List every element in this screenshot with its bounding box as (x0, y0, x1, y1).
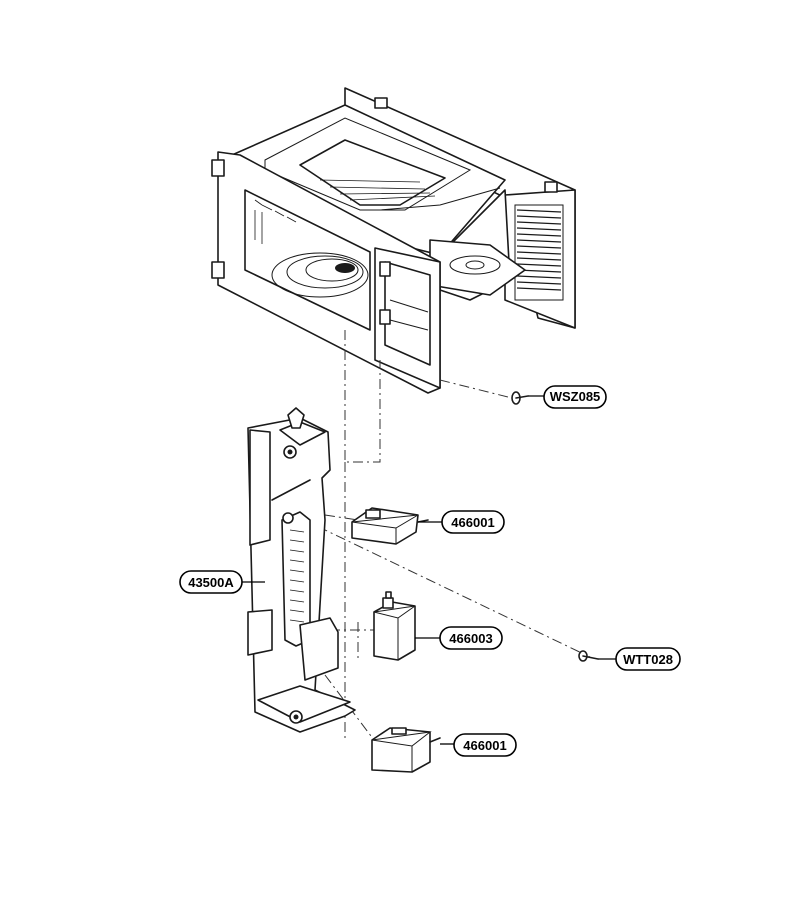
callout-wtt028: WTT028 (598, 647, 681, 671)
callout-466001-upper: 466001 (418, 510, 505, 534)
callout-43500a: 43500A (179, 570, 265, 594)
switch-466001-upper (351, 507, 429, 545)
callout-label: WTT028 (623, 652, 673, 667)
callout-wsz085: WSZ085 (528, 385, 607, 409)
oven-cavity-assembly (211, 87, 576, 394)
callout-label: 43500A (188, 575, 234, 590)
rear-vent-holes (514, 204, 564, 301)
callout-466001-lower: 466001 (440, 733, 517, 757)
switch-466001-lower (371, 727, 441, 773)
callout-label: WSZ085 (550, 389, 601, 404)
screw-wsz085 (511, 391, 529, 405)
callout-466003: 466003 (415, 626, 503, 650)
callout-label: 466003 (449, 631, 492, 646)
switch-466003-middle (373, 591, 416, 661)
screw-wtt028 (578, 650, 599, 662)
callout-label: 466001 (451, 515, 494, 530)
callout-label: 466001 (463, 738, 506, 753)
latch-board-part (247, 407, 356, 733)
